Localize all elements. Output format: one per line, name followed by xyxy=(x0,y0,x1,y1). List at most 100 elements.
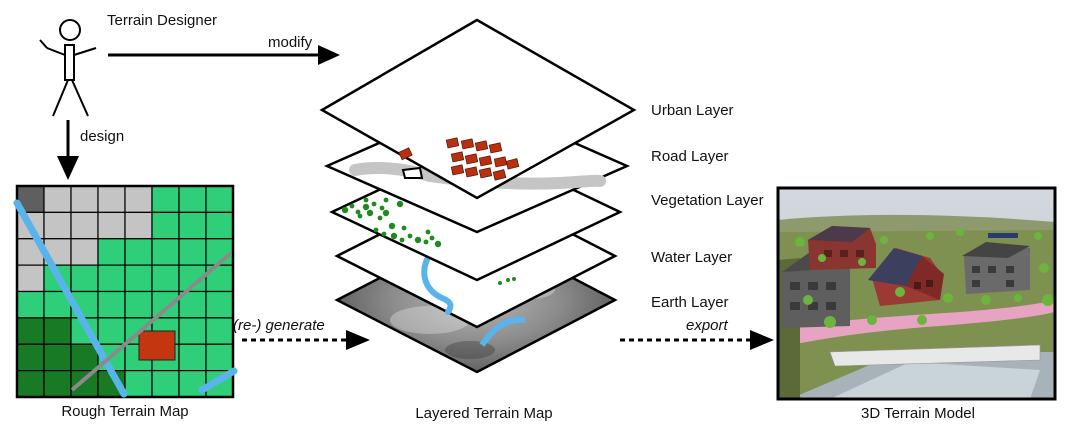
grid-cell xyxy=(97,290,126,319)
grid-cell xyxy=(124,185,153,213)
model-tree xyxy=(917,315,927,325)
grid-cell xyxy=(205,317,234,345)
grid-cell xyxy=(205,185,234,213)
grid-cell xyxy=(178,211,207,240)
stick-figure-icon xyxy=(39,19,97,117)
grid-cell xyxy=(16,370,45,398)
tree-dot xyxy=(382,209,390,217)
tree-dot xyxy=(434,240,442,248)
grid-cell xyxy=(70,343,99,372)
model-tree xyxy=(926,232,934,240)
grid-cell xyxy=(178,238,207,266)
export-label: export xyxy=(686,317,729,334)
rough-river-2 xyxy=(198,367,238,394)
house-4 xyxy=(962,242,1030,294)
tree-dot xyxy=(357,213,363,219)
tree-dot xyxy=(396,200,404,208)
grid-cell xyxy=(97,317,126,345)
grid-cell xyxy=(205,211,234,240)
grid-cell xyxy=(16,343,45,372)
building-block xyxy=(464,166,479,178)
tree-dot xyxy=(425,229,431,235)
grid-cell xyxy=(43,211,72,240)
model-tree xyxy=(858,258,866,266)
building-block xyxy=(398,147,413,161)
building-block xyxy=(460,138,475,150)
house-3 xyxy=(868,248,944,306)
actor-label: Terrain Designer xyxy=(107,12,217,29)
tree-dot xyxy=(407,233,413,239)
model-tree xyxy=(880,236,888,244)
grid-cell xyxy=(70,370,99,398)
grid-cell xyxy=(151,238,180,266)
grid-cell xyxy=(70,264,99,293)
earth-river xyxy=(479,316,526,347)
building-block xyxy=(505,158,520,170)
rough-terrain-map xyxy=(13,184,238,399)
grid-cell xyxy=(124,238,153,266)
model-trees xyxy=(795,228,1054,328)
model-tree xyxy=(943,293,953,303)
grid-cell xyxy=(205,290,234,319)
model-label: 3D Terrain Model xyxy=(861,405,975,422)
export-arrow xyxy=(620,330,774,350)
grid-cell xyxy=(16,290,45,319)
grid-cell xyxy=(16,317,45,345)
model-tree xyxy=(895,287,905,297)
tree-dot xyxy=(362,203,370,211)
rough-road xyxy=(70,251,233,392)
tree-dot xyxy=(379,205,385,211)
grid-cell xyxy=(124,264,153,293)
layer-label: Urban Layer xyxy=(651,102,734,119)
tree-dot xyxy=(341,206,349,214)
tree-dot xyxy=(383,197,389,203)
layered-terrain-map xyxy=(319,18,637,374)
tree-dot xyxy=(401,225,407,231)
grid-cell xyxy=(205,343,234,372)
tree-dot xyxy=(366,209,374,217)
grid-cell xyxy=(151,264,180,293)
rough-terrain-grid xyxy=(16,185,234,398)
tree-dot xyxy=(381,231,387,237)
urban-block xyxy=(138,330,176,361)
grid-cell xyxy=(124,211,153,240)
grid-cell xyxy=(124,290,153,319)
model-tree xyxy=(1014,294,1022,302)
model-tree xyxy=(867,315,877,325)
rough-map-label: Rough Terrain Map xyxy=(61,403,188,420)
tree-dot xyxy=(373,227,379,233)
tree-dot xyxy=(429,235,435,241)
urban-buildings xyxy=(398,137,520,181)
building-block xyxy=(474,140,489,152)
grid-cell xyxy=(43,343,72,372)
building-block xyxy=(488,142,503,154)
model-tree xyxy=(803,295,813,305)
3d-terrain-model xyxy=(776,186,1057,401)
tree-dot xyxy=(414,236,422,244)
tree-dot xyxy=(390,232,398,240)
model-tree xyxy=(956,228,964,236)
model-tree xyxy=(1042,294,1054,306)
model-tree xyxy=(818,254,826,262)
tree-dot xyxy=(355,209,361,215)
design-label: design xyxy=(80,128,124,145)
building-block xyxy=(493,156,508,168)
layer-label: Vegetation Layer xyxy=(651,192,764,209)
building-block xyxy=(478,167,493,179)
grid-cell xyxy=(16,264,45,293)
tree-dot xyxy=(399,237,405,243)
model-tree xyxy=(795,237,805,247)
building-block xyxy=(450,164,465,176)
layered-map-label: Layered Terrain Map xyxy=(415,405,552,422)
grid-cell xyxy=(97,264,126,293)
layer-label: Road Layer xyxy=(651,148,729,165)
grid-cell xyxy=(178,317,207,345)
regenerate-arrow xyxy=(242,330,370,350)
grid-cell xyxy=(70,185,99,213)
model-tree xyxy=(1034,232,1042,240)
grid-cell xyxy=(97,211,126,240)
building-block xyxy=(464,153,479,165)
model-tree xyxy=(1039,263,1049,273)
